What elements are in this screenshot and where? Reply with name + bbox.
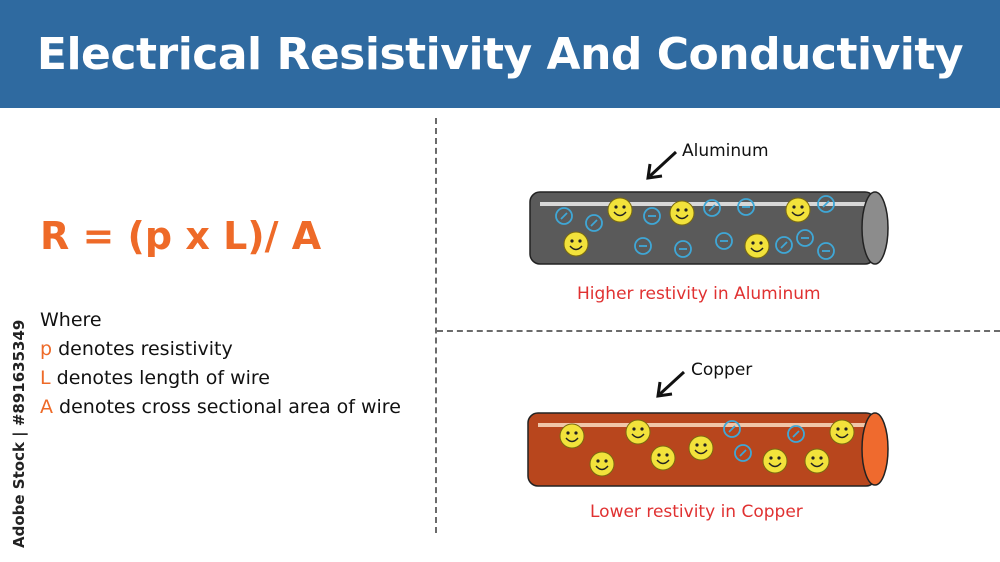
aluminum-caption: Higher restivity in Aluminum bbox=[577, 284, 821, 304]
resistance-formula: R = (p x L)/ A bbox=[40, 214, 322, 258]
header-banner: Electrical Resistivity And Conductivity bbox=[0, 0, 1000, 108]
copper-label: Copper bbox=[691, 360, 753, 380]
legend-item-resistivity: p denotes resistivity bbox=[40, 335, 401, 364]
copper-wire bbox=[527, 412, 889, 487]
legend-item-length: L denotes length of wire bbox=[40, 364, 401, 393]
legend-text: denotes resistivity bbox=[52, 338, 233, 360]
legend-text: denotes length of wire bbox=[50, 367, 270, 389]
legend-symbol: A bbox=[40, 396, 53, 418]
horizontal-divider bbox=[437, 330, 1000, 332]
legend-item-area: A denotes cross sectional area of wire bbox=[40, 393, 401, 422]
formula-legend: Where p denotes resistivity L denotes le… bbox=[40, 306, 401, 422]
aluminum-label: Aluminum bbox=[682, 141, 769, 161]
copper-caption: Lower restivity in Copper bbox=[590, 502, 803, 522]
legend-symbol: L bbox=[40, 367, 51, 389]
vertical-divider bbox=[435, 118, 437, 533]
arrow-icon bbox=[656, 370, 686, 398]
aluminum-wire bbox=[529, 191, 889, 265]
page-title: Electrical Resistivity And Conductivity bbox=[36, 28, 964, 80]
legend-symbol: p bbox=[40, 338, 53, 360]
arrow-icon bbox=[646, 150, 678, 180]
legend-heading: Where bbox=[40, 309, 102, 331]
legend-text: denotes cross sectional area of wire bbox=[53, 396, 401, 418]
